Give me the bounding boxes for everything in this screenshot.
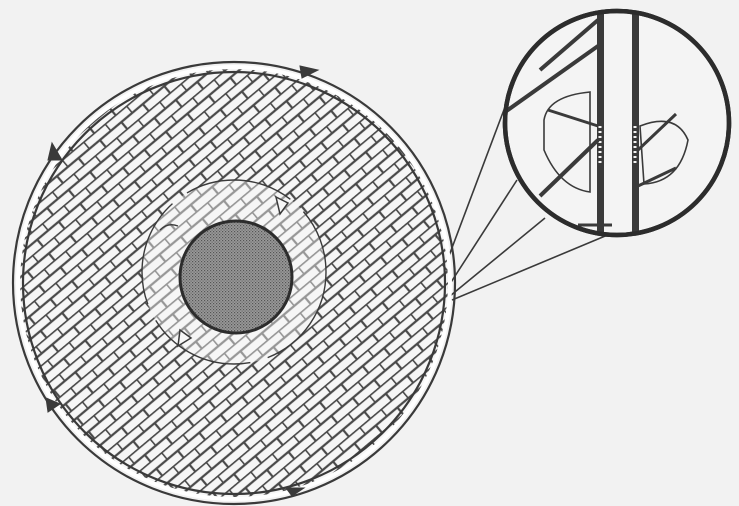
- detail-bar-right: [632, 6, 639, 236]
- magnified-detail-icon: [505, 6, 729, 236]
- stippled-core-icon: [180, 221, 292, 333]
- detail-bar-left: [597, 6, 604, 236]
